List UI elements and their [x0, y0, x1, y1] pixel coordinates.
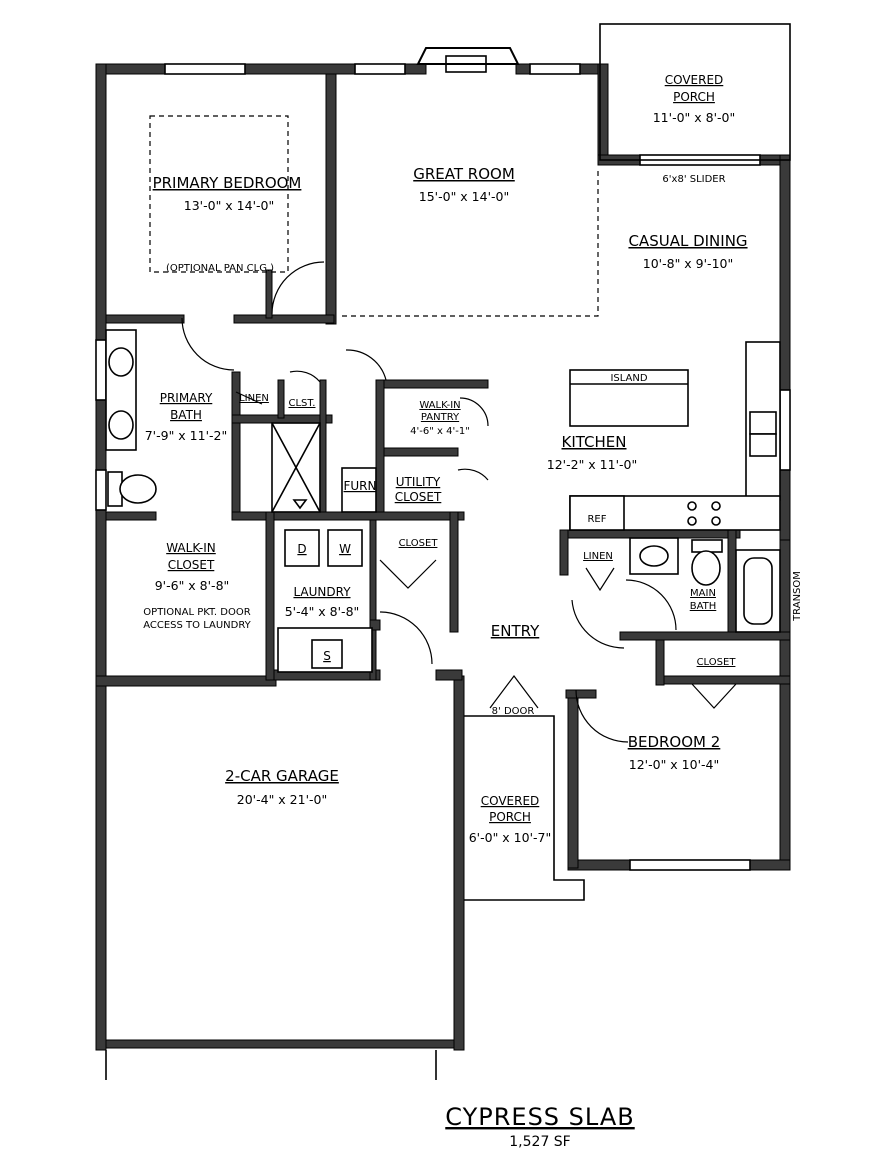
- garage-dim: 20'-4" x 21'-0": [237, 792, 327, 807]
- front-porch-outline: [464, 715, 585, 901]
- primary-bath-label-1: PRIMARY: [160, 391, 213, 405]
- primary-bedroom-label: PRIMARY BEDROOM: [153, 174, 302, 192]
- great-room-dim: 15'-0" x 14'-0": [419, 189, 509, 204]
- rear-porch-outline: [599, 23, 791, 161]
- furnace-label: FURN: [344, 479, 377, 493]
- bedroom2-label: BEDROOM 2: [628, 733, 721, 751]
- door-swings: [181, 261, 737, 743]
- walkin-closet-dim: 9'-6" x 8'-8": [155, 578, 230, 593]
- casual-dining-label: CASUAL DINING: [628, 232, 747, 250]
- linen-label-a: LINEN: [239, 393, 269, 404]
- closet-small-label: CLST.: [288, 398, 315, 409]
- garage-label: 2-CAR GARAGE: [225, 767, 339, 785]
- bedroom2-dim: 12'-0" x 10'-4": [629, 757, 719, 772]
- fixtures: [105, 329, 781, 673]
- linen-label-b: LINEN: [583, 551, 613, 562]
- laundry-label: LAUNDRY: [293, 585, 351, 599]
- pan-ceiling-outline: [149, 115, 289, 273]
- kitchen-dim: 12'-2" x 11'-0": [547, 457, 637, 472]
- walkin-closet-label-1: WALK-IN: [166, 541, 216, 555]
- pan-ceiling-note: (OPTIONAL PAN CLG.): [166, 263, 274, 274]
- slider-label: 6'x8' SLIDER: [662, 174, 725, 185]
- great-room-label: GREAT ROOM: [413, 165, 515, 183]
- rear-porch-label-1: COVERED: [665, 73, 724, 87]
- pantry-label-1: WALK-IN: [419, 400, 460, 411]
- room-labels: PRIMARY BEDROOM 13'-0" x 14'-0" (OPTIONA…: [143, 73, 803, 845]
- front-porch-dim: 6'-0" x 10'-7": [469, 830, 552, 845]
- front-door-label: 8' DOOR: [492, 706, 535, 717]
- pantry-label-2: PANTRY: [421, 412, 460, 423]
- great-room-outline: [342, 170, 599, 317]
- primary-bedroom-dim: 13'-0" x 14'-0": [184, 198, 274, 213]
- front-porch-label-1: COVERED: [481, 794, 540, 808]
- sink-label: S: [323, 649, 331, 663]
- front-porch-label-2: PORCH: [489, 810, 531, 824]
- entry-label: ENTRY: [491, 622, 540, 640]
- utility-closet-label-1: UTILITY: [396, 475, 441, 489]
- pantry-dim: 4'-6" x 4'-1": [410, 426, 470, 437]
- rear-porch-label-2: PORCH: [673, 90, 715, 104]
- plan-title: CYPRESS SLAB: [445, 1103, 634, 1131]
- laundry-closet-label: CLOSET: [399, 538, 439, 549]
- main-bath-label-1: MAIN: [690, 588, 716, 599]
- primary-bath-dim: 7'-9" x 11'-2": [145, 428, 228, 443]
- walkin-closet-note-2: ACCESS TO LAUNDRY: [143, 620, 251, 631]
- bedroom2-closet-label: CLOSET: [697, 657, 737, 668]
- utility-closet-label-2: CLOSET: [395, 490, 442, 504]
- walkin-closet-note-1: OPTIONAL PKT. DOOR: [143, 607, 250, 618]
- casual-dining-dim: 10'-8" x 9'-10": [643, 256, 733, 271]
- walkin-closet-label-2: CLOSET: [168, 558, 215, 572]
- plan-area: 1,527 SF: [509, 1134, 570, 1150]
- main-bath-label-2: BATH: [690, 601, 717, 612]
- laundry-dim: 5'-4" x 8'-8": [285, 604, 360, 619]
- interior-walls: [105, 73, 791, 699]
- dryer-label: D: [297, 542, 306, 556]
- primary-bath-label-2: BATH: [170, 408, 202, 422]
- island-label: ISLAND: [610, 373, 647, 384]
- kitchen-label: KITCHEN: [562, 433, 627, 451]
- washer-label: W: [339, 542, 351, 556]
- garage-door: [105, 1039, 455, 1049]
- rear-porch-dim: 11'-0" x 8'-0": [653, 110, 736, 125]
- refrigerator-label: REF: [587, 514, 606, 525]
- transom-label: TRANSOM: [792, 571, 803, 622]
